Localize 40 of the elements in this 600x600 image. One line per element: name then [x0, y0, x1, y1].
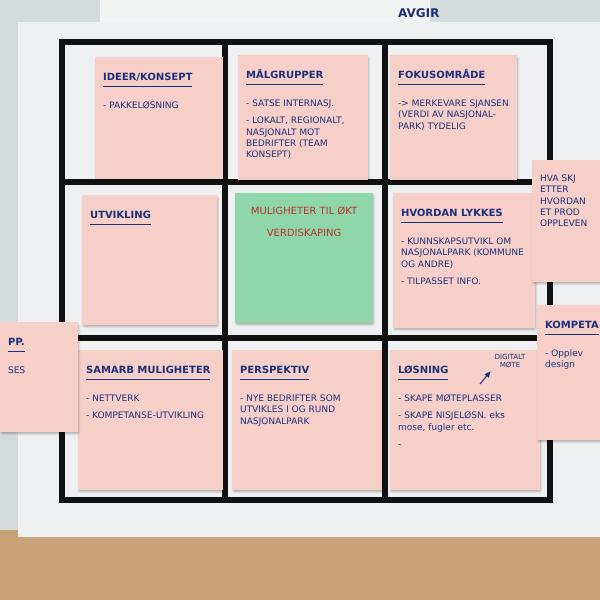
- sticky-note: [95, 57, 223, 179]
- note-text: - SKAPE MØTEPLASSER: [398, 394, 503, 406]
- sticky-note: [232, 350, 382, 490]
- sticky-note: [238, 55, 368, 180]
- leader-arrow: [480, 372, 490, 384]
- note-heading: PP.: [8, 337, 25, 352]
- note-text: AVGIR: [398, 6, 440, 20]
- note-text: SES: [8, 366, 26, 378]
- note-text: MULIGHETER TIL ØKT VERDISKAPING: [250, 205, 358, 241]
- note-heading: IDEER/KONSEPT: [103, 72, 192, 87]
- note-text: HVA SKJ ETTER HVORDAN ET PROD OPPLEVEN: [540, 174, 588, 230]
- note-text: - Opplev design: [545, 349, 584, 372]
- sticky-note: [235, 193, 373, 323]
- note-text: - SKAPE NISJELØSN. eks mose, fugler etc.: [398, 411, 506, 434]
- note-heading: MÅLGRUPPER: [246, 70, 324, 85]
- note-text: -: [398, 440, 402, 451]
- sticky-note: [537, 305, 600, 440]
- note-heading: LØSNING: [398, 365, 448, 380]
- note-text: - KUNNSKAPSUTVIKL OM NASJONALPARK (KOMMUNE OG ANDRE): [401, 237, 525, 271]
- sticky-note: [390, 55, 517, 180]
- note-heading: KOMPETA: [545, 320, 599, 335]
- sticky-note: [532, 160, 600, 282]
- sticky-note: [78, 350, 223, 490]
- sticky-note: [393, 193, 535, 328]
- sticky-note: [82, 195, 217, 325]
- note-text: - SATSE INTERNASJ.: [246, 99, 336, 110]
- note-text: -> MERKEVARE SJANSEN (VERDI AV NASJONAL-PARK) TYDELIG: [398, 99, 509, 133]
- note-heading: SAMARB MULIGHETER: [86, 365, 210, 380]
- note-text: - TILPASSET INFO.: [401, 276, 482, 288]
- note-heading: FOKUSOMRÅDE: [398, 70, 486, 85]
- note-text: - PAKKELØSNING: [103, 101, 180, 112]
- note-text: - LOKALT, REGIONALT, NASJONALT MOT BEDRIFTER (TEAM KONSEPT): [246, 116, 346, 162]
- note-text: - NYE BEDRIFTER SOM UTVIKLES I OG RUND NASJONALPARK: [240, 394, 342, 428]
- note-text: - KOMPETANSE-UTVIKLING: [86, 411, 205, 422]
- note-text: - NETTVERK: [86, 394, 140, 406]
- note-heading: UTVIKLING: [90, 210, 151, 225]
- note-heading: PERSPEKTIV: [240, 365, 310, 380]
- sticky-note: [390, 350, 540, 490]
- sticky-note: [0, 322, 78, 432]
- note-heading: HVORDAN LYKKES: [401, 208, 503, 223]
